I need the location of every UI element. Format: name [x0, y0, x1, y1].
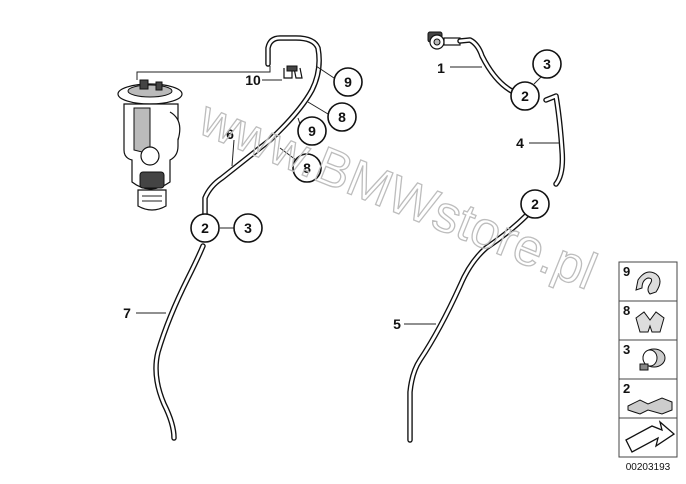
- callout-number: 8: [303, 160, 311, 176]
- legend-number-9: 9: [623, 264, 630, 279]
- callout-number: 9: [308, 123, 316, 139]
- hose-clip-icon: [635, 271, 661, 295]
- clip-shape: [635, 311, 665, 333]
- callout-top-9a: 9: [333, 67, 363, 97]
- callout-circle: [233, 213, 263, 243]
- callout-number: 2: [201, 220, 209, 236]
- callout-top-9b: 9: [297, 116, 327, 146]
- hose-clip-part: [283, 65, 303, 79]
- callout-number: 8: [338, 109, 346, 125]
- label-item-7: 7: [123, 305, 131, 321]
- callout-right-2: 2: [520, 189, 550, 219]
- callout-circle: [292, 153, 322, 183]
- clip-shape: [635, 271, 661, 295]
- leader-top-8a: [307, 101, 329, 115]
- legend-number-8: 8: [623, 303, 630, 318]
- diagram-number: 00203193: [626, 462, 671, 473]
- hose-item-7-inner: [154, 244, 205, 440]
- leader-top-8b: [279, 147, 297, 161]
- callout-circle: [190, 213, 220, 243]
- pump-flange-cap: [127, 84, 173, 98]
- pump-strainer: [137, 189, 167, 211]
- pump-connector-a: [139, 79, 149, 90]
- callout-circle: [510, 81, 540, 111]
- leader-pump-top: [136, 66, 271, 80]
- legend-number-2: 2: [623, 381, 630, 396]
- hose-item-6-inner: [203, 36, 321, 220]
- callout-circle: [297, 116, 327, 146]
- pump-motor: [139, 171, 165, 189]
- callout-circle: [520, 189, 550, 219]
- clamp-inner: [642, 349, 658, 367]
- leader-top-9a: [315, 65, 335, 79]
- callout-top-8a: 8: [327, 102, 357, 132]
- callout-valve-3: 3: [532, 49, 562, 79]
- pump-wire: [169, 111, 181, 141]
- hose-item-5-inner: [408, 212, 530, 442]
- connector-shape: [627, 397, 673, 415]
- callout-pump-3: 3: [233, 213, 263, 243]
- arrow-shape: [625, 420, 676, 453]
- label-item-6: 6: [226, 126, 234, 142]
- callout-valve-2: 2: [510, 81, 540, 111]
- label-item-10: 10: [245, 72, 261, 88]
- label-item-5: 5: [393, 316, 401, 332]
- cable-clip-icon: [635, 311, 665, 333]
- label-item-4: 4: [516, 135, 524, 151]
- hose-clamp-icon: [639, 348, 666, 371]
- callout-circle: [327, 102, 357, 132]
- callout-number: 9: [344, 74, 352, 90]
- hose-connector-icon: [627, 397, 673, 415]
- callout-circle: [532, 49, 562, 79]
- pump-sender: [140, 146, 160, 166]
- callout-circle: [333, 67, 363, 97]
- clamp-tab: [639, 363, 649, 371]
- clip-10-band: [286, 65, 298, 72]
- hose-item-7: [153, 243, 206, 441]
- fuel-pump-assembly: [117, 66, 271, 211]
- parts-legend: 9 8 3 2 00203193: [618, 261, 678, 473]
- callout-number: 2: [531, 196, 539, 212]
- label-item-1: 1: [437, 60, 445, 76]
- callout-number: 3: [244, 220, 252, 236]
- valve-core: [433, 38, 441, 46]
- callout-pump-2: 2: [190, 213, 220, 243]
- arrow-right-icon: [625, 420, 676, 453]
- hose-item-4-inner: [544, 94, 564, 186]
- callout-number: 2: [521, 88, 529, 104]
- callout-number: 3: [543, 56, 551, 72]
- callout-top-8b: 8: [292, 153, 322, 183]
- leader-6: [231, 139, 235, 167]
- vent-valve-part: [427, 31, 461, 50]
- legend-number-3: 3: [623, 342, 630, 357]
- pump-connector-b: [155, 81, 163, 91]
